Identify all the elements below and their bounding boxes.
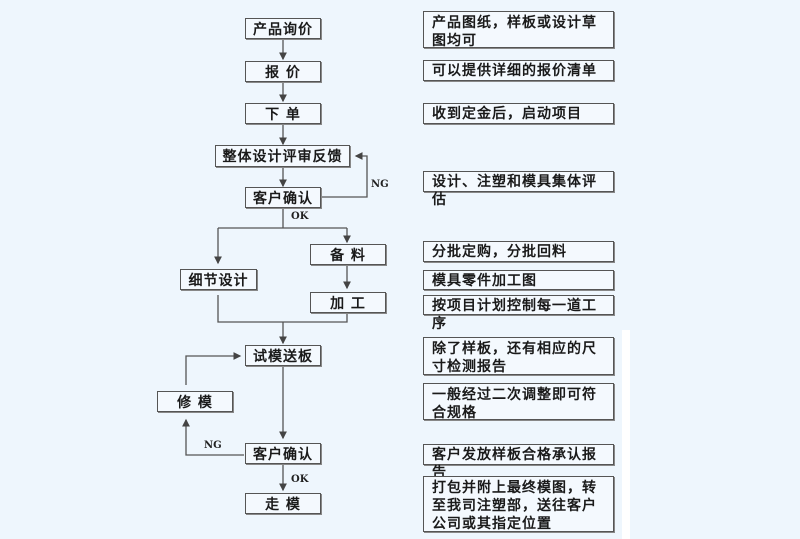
step-processing: 加 工 xyxy=(310,292,386,313)
step-design-review: 整体设计评审反馈 xyxy=(215,145,350,167)
note-repair: 一般经过二次调整即可符合规格 xyxy=(423,383,614,421)
label-ok-2: OK xyxy=(291,474,309,485)
step-prepare-materials: 备 料 xyxy=(310,244,386,265)
background-strip xyxy=(622,330,630,539)
arrow-ng-repair xyxy=(182,418,244,456)
label-ng-1: NG xyxy=(371,179,389,190)
note-processing: 按项目计划控制每一道工序 xyxy=(423,295,614,332)
note-detail-design: 模具零件加工图 xyxy=(423,270,614,290)
note-order: 收到定金后，启动项目 xyxy=(423,103,614,124)
note-ship: 打包并附上最终模图，转至我司注塑部，送往客户公司或其指定位置 xyxy=(423,476,614,532)
arrow-ng-review xyxy=(322,152,368,198)
step-customer-confirm-1: 客户确认 xyxy=(245,187,321,208)
step-order: 下 单 xyxy=(245,103,321,124)
step-detail-design: 细节设计 xyxy=(180,269,257,290)
label-ng-2: NG xyxy=(204,440,222,451)
step-repair-mold: 修 模 xyxy=(157,391,233,412)
note-trial: 除了样板，还有相应的尺寸检测报告 xyxy=(423,337,614,375)
note-inquiry: 产品图纸，样板或设计草图均可 xyxy=(423,11,614,49)
note-design-review: 设计、注塑和模具集体评估 xyxy=(423,171,614,208)
step-ship-mold: 走 模 xyxy=(245,493,321,514)
note-quote: 可以提供详细的报价清单 xyxy=(423,60,614,81)
step-inquiry: 产品询价 xyxy=(245,18,321,39)
note-prepare: 分批定购，分批回料 xyxy=(423,241,614,262)
step-trial-sample: 试模送板 xyxy=(245,345,321,366)
step-quote: 报 价 xyxy=(245,61,321,82)
label-ok-1: OK xyxy=(291,211,309,222)
arrow-repair-trial xyxy=(185,352,242,385)
note-confirm: 客户发放样板合格承认报告 xyxy=(423,444,614,481)
step-customer-confirm-2: 客户确认 xyxy=(245,443,321,464)
